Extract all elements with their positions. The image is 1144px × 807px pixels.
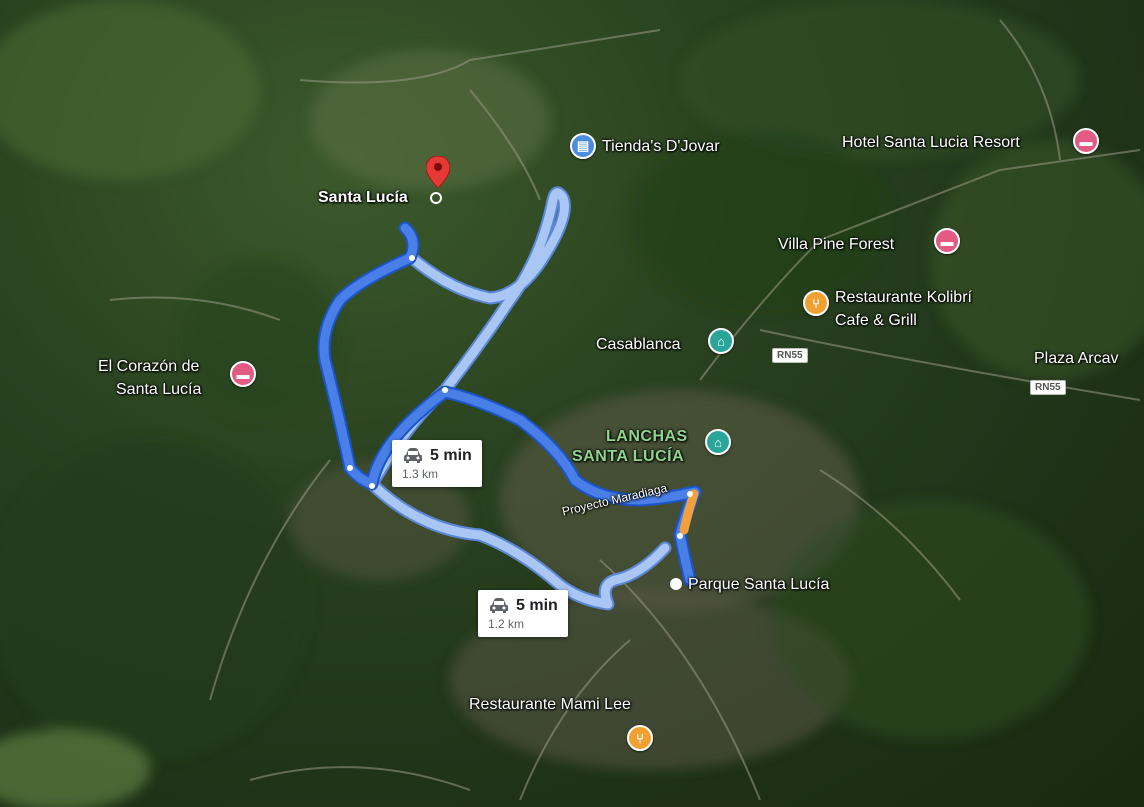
place-kolibri-line2[interactable]: Cafe & Grill — [835, 312, 917, 329]
place-santa-lucia[interactable]: Santa Lucía — [318, 189, 408, 206]
place-mami-lee[interactable]: Restaurante Mami Lee — [469, 696, 631, 713]
place-corazon-line1[interactable]: El Corazón de — [98, 358, 200, 375]
place-lanchas-line2[interactable]: SANTA LUCÍA — [572, 448, 685, 465]
route-info-box-2[interactable]: 5 min 1.2 km — [478, 590, 568, 637]
route-time: 5 min — [516, 597, 558, 614]
bed-icon[interactable]: ▬ — [230, 361, 256, 387]
car-icon — [404, 448, 422, 463]
place-villa-pine[interactable]: Villa Pine Forest — [778, 236, 895, 253]
place-tiendas[interactable]: Tienda's D'Jovar — [602, 138, 720, 155]
place-plaza-arcav[interactable]: Plaza Arcav — [1034, 350, 1119, 367]
place-lanchas-line1[interactable]: LANCHAS — [606, 428, 688, 445]
shopping-bag-icon[interactable]: ▤ — [570, 133, 596, 159]
place-hotel[interactable]: Hotel Santa Lucia Resort — [842, 134, 1020, 151]
place-corazon-line2[interactable]: Santa Lucía — [116, 381, 202, 398]
red-location-pin-icon[interactable] — [426, 156, 450, 188]
fork-knife-icon[interactable]: ⑂ — [627, 725, 653, 751]
primary-route[interactable] — [317, 221, 702, 587]
parque-dot-icon — [670, 578, 682, 590]
car-icon — [490, 598, 508, 613]
route-info-box-1[interactable]: 5 min 1.3 km — [392, 440, 482, 487]
road-network — [109, 19, 1141, 801]
route-distance: 1.3 km — [402, 467, 439, 481]
origin-circle-icon — [430, 192, 442, 204]
landmark-icon[interactable]: ⌂ — [708, 328, 734, 354]
route-waypoints — [347, 255, 693, 539]
place-casablanca[interactable]: Casablanca — [596, 336, 681, 353]
place-parque[interactable]: Parque Santa Lucía — [688, 576, 830, 593]
place-kolibri-line1[interactable]: Restaurante Kolibrí — [835, 289, 972, 306]
route-time: 5 min — [430, 447, 472, 464]
landmark-icon[interactable]: ⌂ — [705, 429, 731, 455]
fork-knife-icon[interactable]: ⑂ — [803, 290, 829, 316]
road-shield-rn55: RN55 — [772, 348, 808, 363]
road-shield-rn55: RN55 — [1030, 380, 1066, 395]
route-distance: 1.2 km — [488, 617, 525, 631]
bed-icon[interactable]: ▬ — [1073, 128, 1099, 154]
bed-icon[interactable]: ▬ — [934, 228, 960, 254]
